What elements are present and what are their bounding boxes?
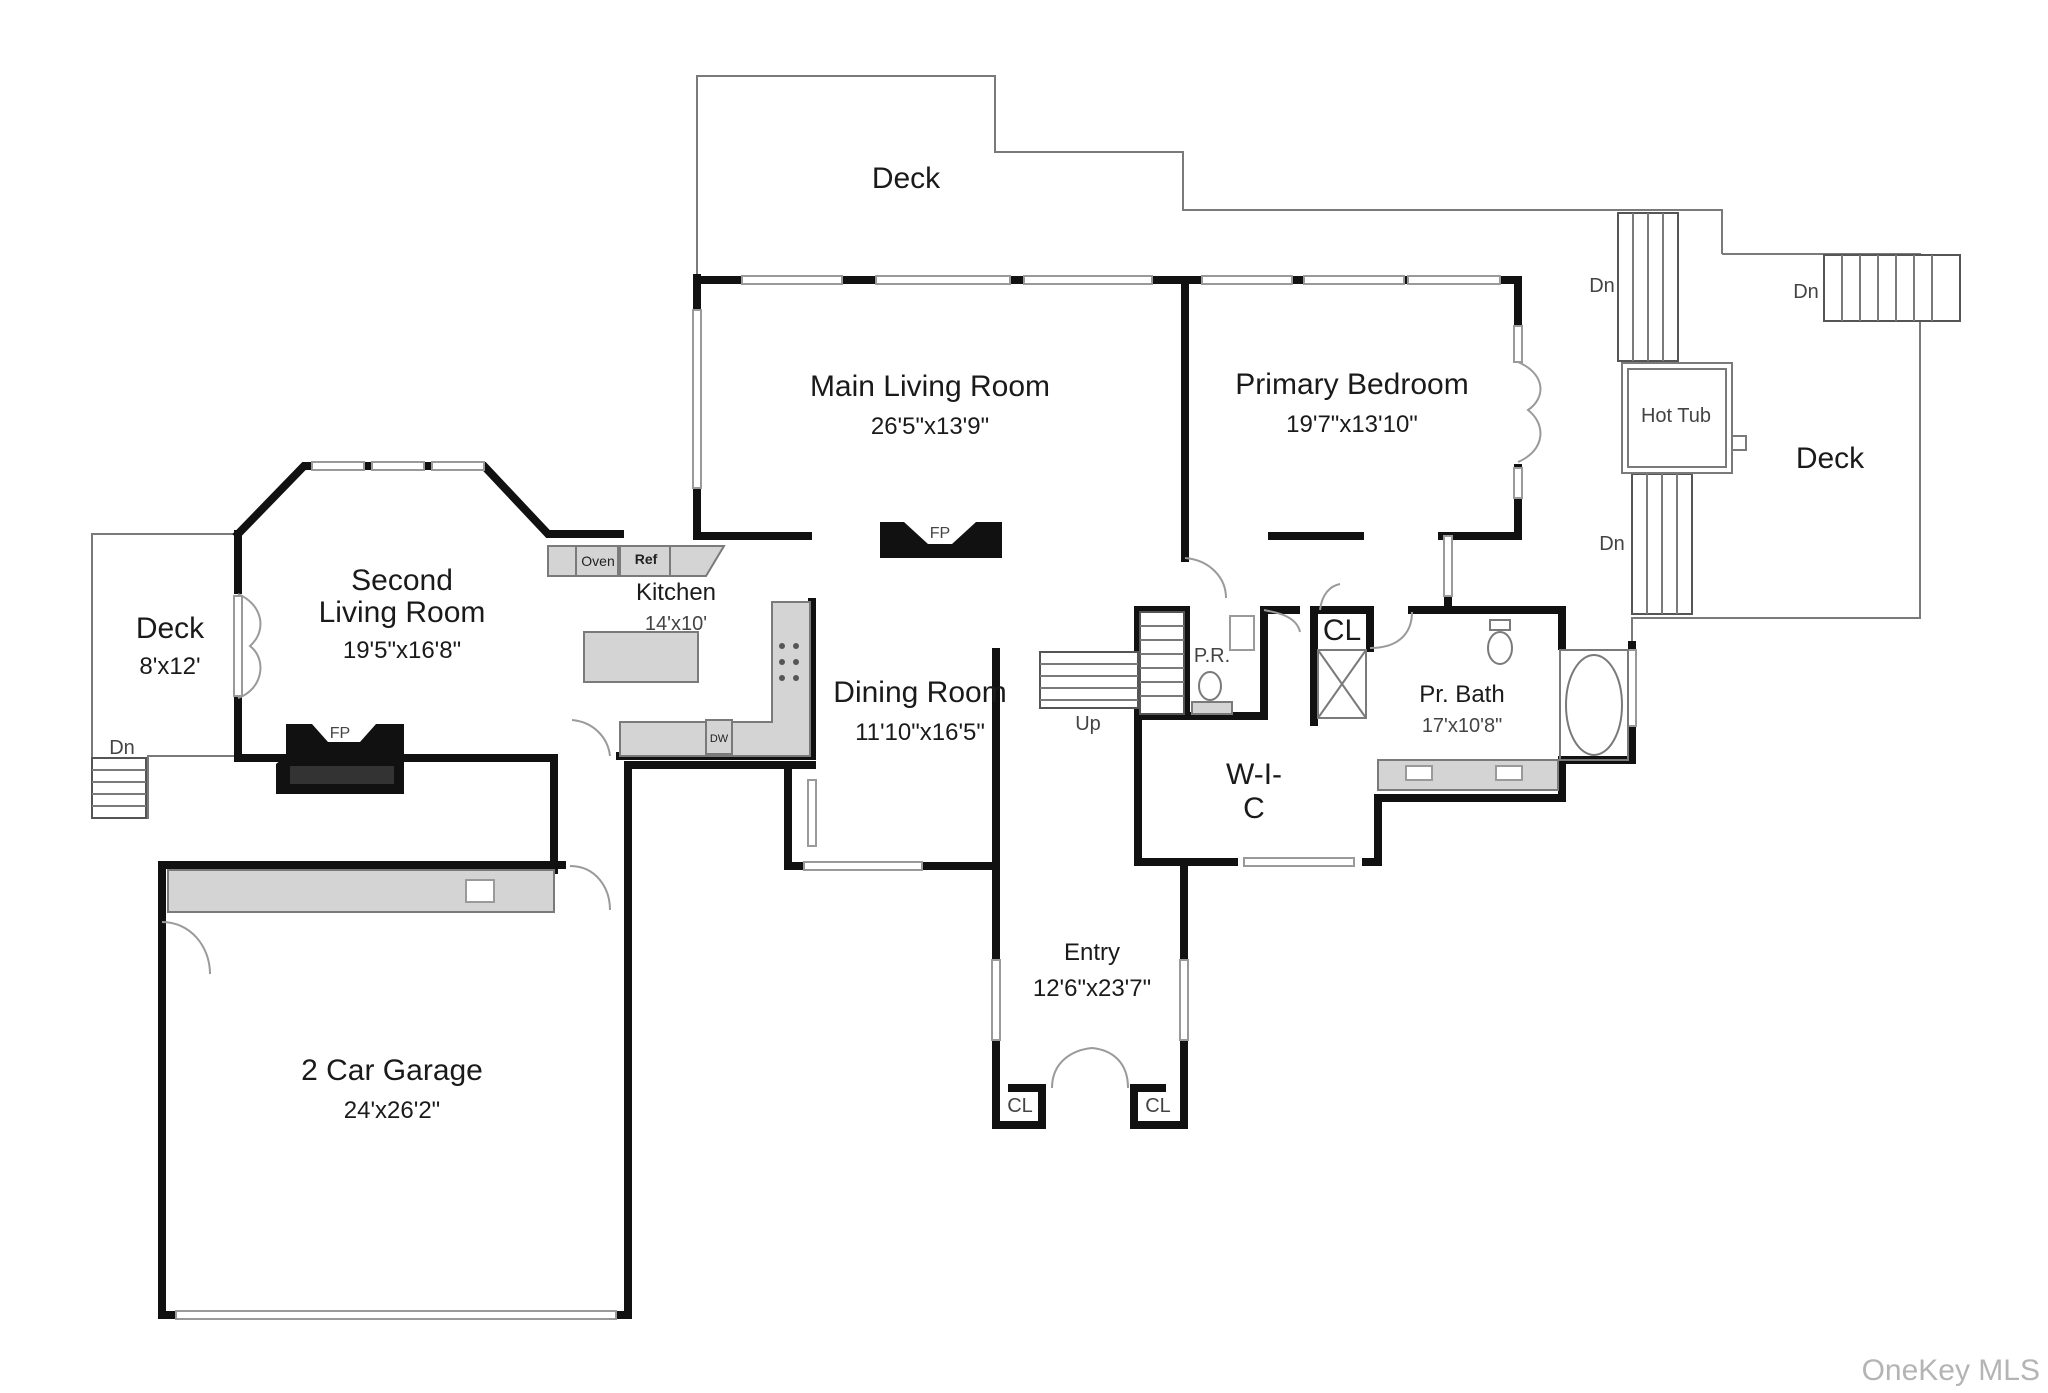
- deck-top-outline: [696, 75, 1723, 278]
- kitchen-name: Kitchen: [636, 579, 716, 606]
- deck-stairs-top-right-1: [1617, 212, 1679, 362]
- fp-main-label: FP: [930, 525, 950, 542]
- fireplace-main: [880, 522, 1002, 558]
- deck-stairs-left: [91, 757, 147, 819]
- bath-fixtures: [1377, 619, 1629, 791]
- ref-label: Ref: [635, 551, 658, 567]
- deck-left-name: Deck: [136, 612, 205, 645]
- deck-top-label: Deck: [872, 162, 941, 195]
- watermark: OneKey MLS: [1862, 1354, 2040, 1387]
- wic-name-1: W-I-: [1226, 758, 1282, 791]
- closet-shower: [1317, 649, 1367, 719]
- pr-fixtures: [1191, 615, 1255, 715]
- cl-mid-label: CL: [1323, 614, 1361, 647]
- dining-room-name: Dining Room: [833, 676, 1006, 709]
- dn-top-right-2-label: Dn: [1793, 281, 1819, 303]
- garage-name: 2 Car Garage: [301, 1054, 483, 1087]
- primary-bedroom-name: Primary Bedroom: [1235, 368, 1468, 401]
- oven-label: Oven: [581, 553, 614, 569]
- pr-label: P.R.: [1194, 645, 1230, 667]
- entry-dim: 12'6"x23'7": [1033, 975, 1151, 1002]
- fp-second-label: FP: [330, 725, 350, 742]
- deck-left-dim: 8'x12': [139, 653, 200, 680]
- main-living-room-dim: 26'5"x13'9": [871, 413, 989, 440]
- entry-name: Entry: [1064, 939, 1120, 966]
- cooktop: [779, 643, 799, 681]
- up-label: Up: [1075, 713, 1101, 735]
- second-living-room-name-1: Second: [351, 564, 453, 597]
- deck-stairs-right: [1631, 473, 1693, 615]
- second-living-room-name-2: Living Room: [319, 596, 486, 629]
- hot-tub-label: Hot Tub: [1641, 405, 1711, 427]
- cl-left-label: CL: [1007, 1095, 1033, 1117]
- dn-left-label: Dn: [109, 737, 135, 759]
- garage-dim: 24'x26'2": [344, 1097, 440, 1124]
- pr-bath-name: Pr. Bath: [1419, 681, 1504, 708]
- dn-top-right-1-label: Dn: [1589, 275, 1615, 297]
- wic-name-2: C: [1243, 792, 1265, 825]
- hot-tub: [1621, 362, 1747, 474]
- dining-room-dim: 11'10"x16'5": [855, 719, 985, 746]
- primary-bedroom-dim: 19'7"x13'10": [1286, 411, 1418, 438]
- kitchen-dim: 14'x10': [645, 613, 707, 635]
- windows: [175, 275, 1637, 1320]
- fireplace-second: [276, 724, 404, 794]
- doors: [161, 361, 1542, 1089]
- interior-stairs: [1039, 611, 1185, 715]
- deck-right-label: Deck: [1796, 442, 1865, 475]
- garage-sink: [465, 879, 495, 903]
- deck-stairs-top-right-2: [1823, 254, 1961, 322]
- dw-label: DW: [710, 733, 729, 745]
- kitchen-counters: [547, 545, 811, 757]
- second-living-room-dim: 19'5"x16'8": [343, 637, 461, 664]
- cl-right-label: CL: [1145, 1095, 1171, 1117]
- pr-bath-dim: 17'x10'8": [1422, 715, 1502, 737]
- dn-right-label: Dn: [1599, 533, 1625, 555]
- garage-counter: [167, 869, 555, 913]
- main-living-room-name: Main Living Room: [810, 370, 1050, 403]
